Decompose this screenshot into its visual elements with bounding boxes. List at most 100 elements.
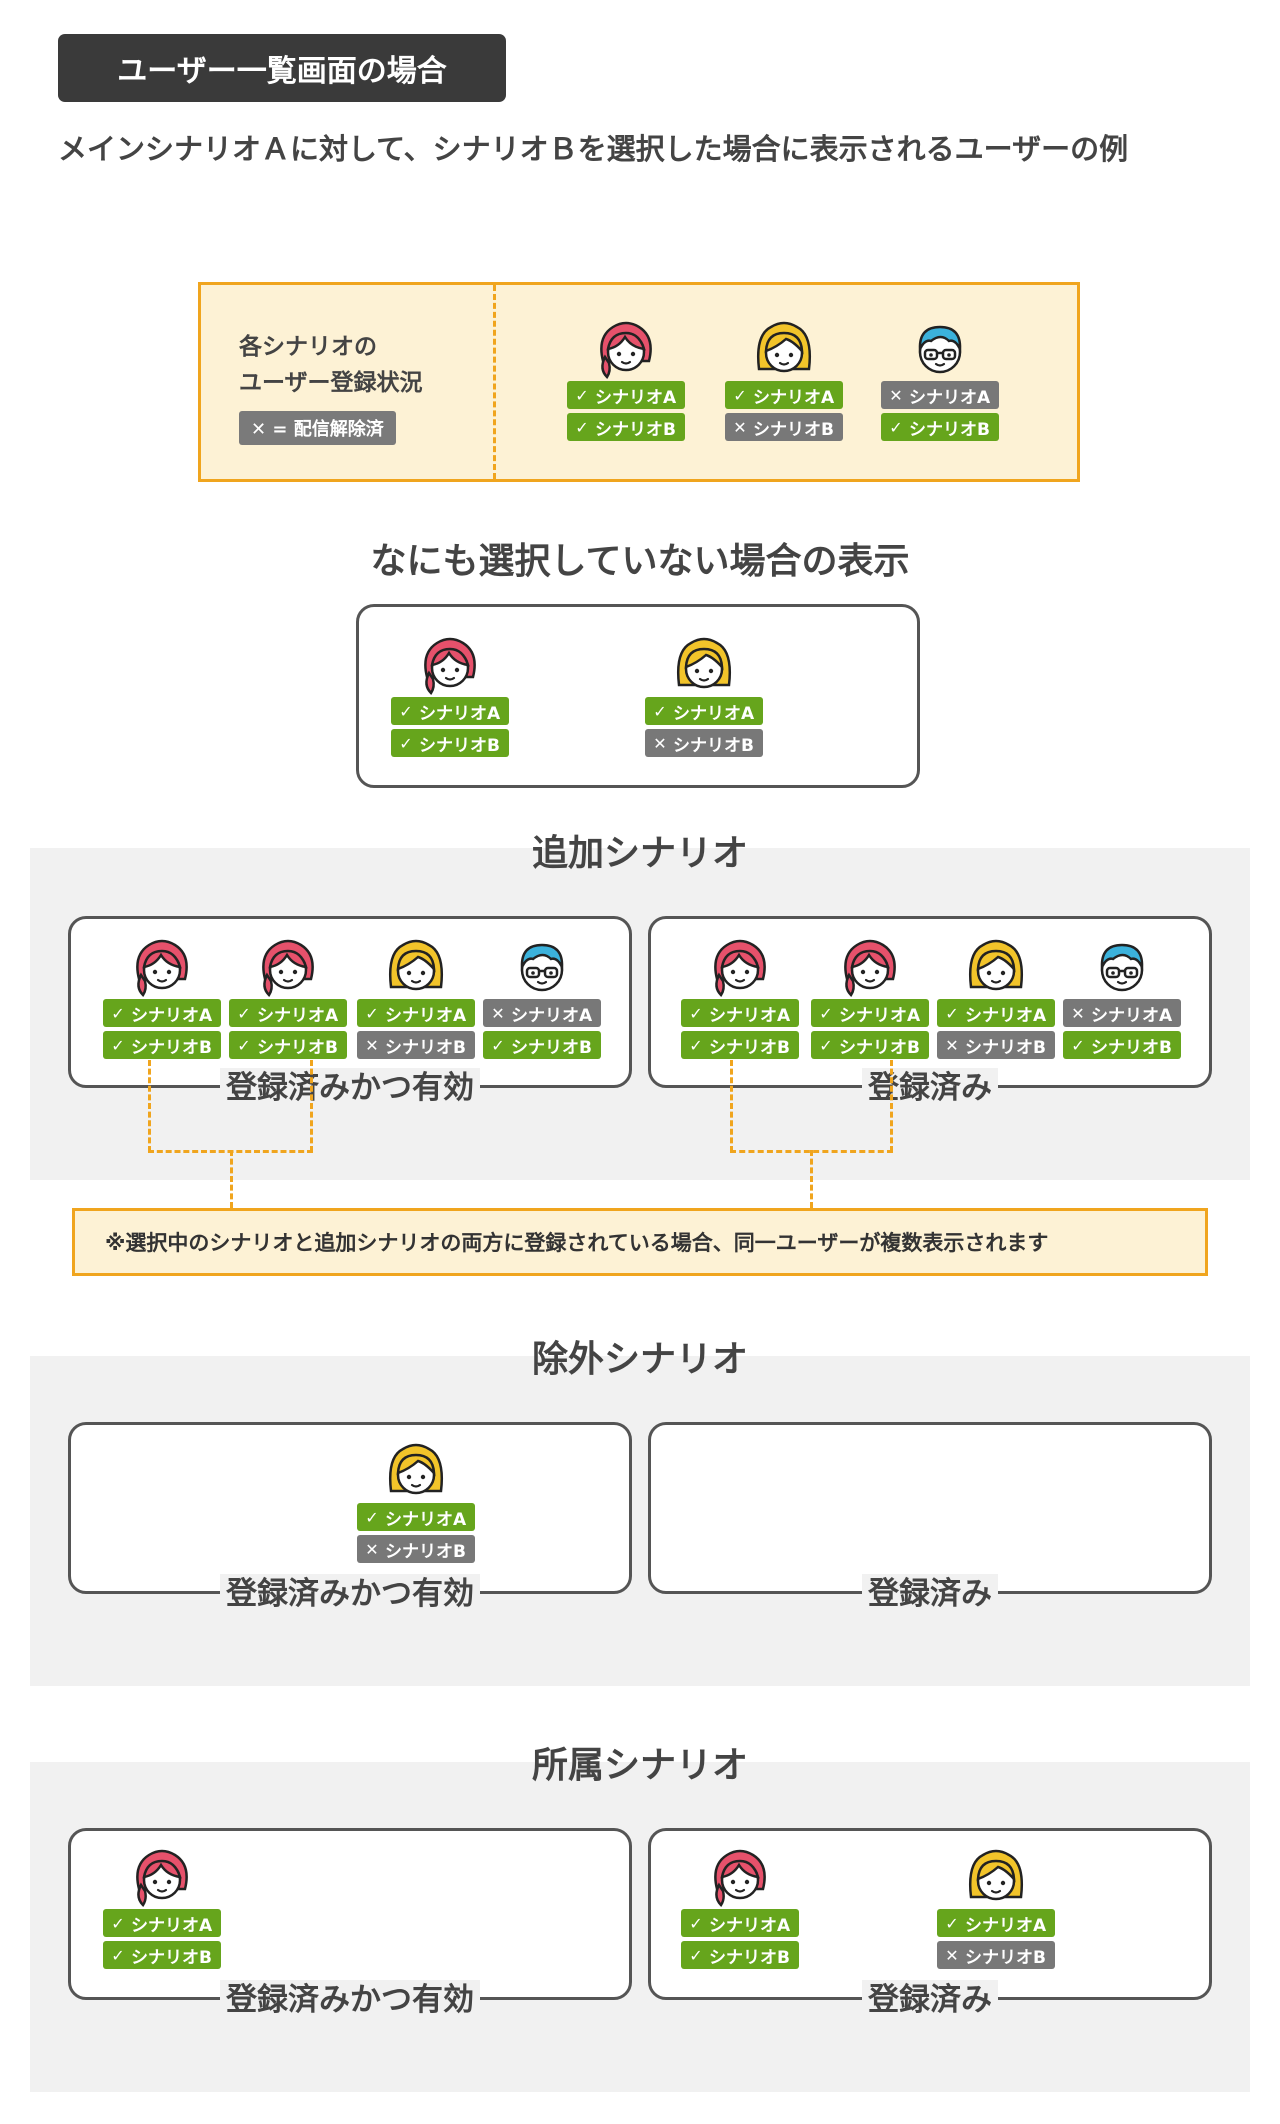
box-label-active: 登録済みかつ有効 [220, 1574, 480, 1614]
legend-title: 各シナリオの ユーザー登録状況 [239, 329, 423, 401]
cross-icon: ✕ [945, 1945, 959, 1965]
tag-scenario-a: ✕シナリオA [881, 381, 999, 409]
tag-label: シナリオB [753, 419, 834, 440]
check-icon: ✓ [819, 1003, 833, 1023]
section-title-belong: 所属シナリオ [531, 1745, 748, 1786]
tag-label: シナリオB [385, 1541, 466, 1562]
tag-scenario-b: ✓ シナリオB [567, 413, 685, 441]
user-pink: ✓ シナリオA ✓ シナリオB [811, 937, 929, 1065]
check-icon: ✓ [653, 701, 667, 721]
tag-scenario-b: ✕シナリオB [937, 1941, 1055, 1969]
woman-ponytail-icon [839, 937, 901, 999]
woman-bob-icon [753, 319, 815, 381]
check-icon: ✓ [689, 1945, 703, 1965]
check-icon: ✓ [945, 1913, 959, 1933]
user-pink: ✓シナリオA ✓シナリオB [103, 1847, 221, 1975]
tag-scenario-b: ✕シナリオB [357, 1535, 475, 1563]
tag-label: シナリオB [909, 419, 990, 440]
check-icon: ✓ [819, 1035, 833, 1055]
tag-label: シナリオB [965, 1037, 1046, 1058]
tag-label: シナリオA [839, 1005, 921, 1026]
tag-scenario-b: ✓シナリオB [1063, 1031, 1181, 1059]
check-icon: ✓ [399, 701, 413, 721]
check-icon: ✓ [237, 1035, 251, 1055]
tag-label: シナリオB [595, 419, 676, 440]
woman-ponytail-icon [131, 937, 193, 999]
tag-scenario-a: ✕ シナリオA [1063, 999, 1181, 1027]
man-glasses-icon [909, 319, 971, 381]
check-icon: ✓ [689, 1035, 703, 1055]
cross-icon: ✕ [1071, 1003, 1085, 1023]
user-blue: ✕シナリオA ✓シナリオB [483, 937, 601, 1065]
user-blue: ✕シナリオA ✓シナリオB [881, 319, 999, 447]
user-yellow: ✓シナリオA ✕シナリオB [725, 319, 843, 447]
tag-scenario-a: ✓ シナリオA [645, 697, 763, 725]
tag-label: シナリオB [131, 1947, 212, 1968]
tag-label: シナリオA [709, 1915, 791, 1936]
section-title-exclude: 除外シナリオ [531, 1339, 748, 1380]
cross-icon: ✕ [653, 733, 667, 753]
user-pink: ✓シナリオA ✓ シナリオB [103, 937, 221, 1065]
connector-line [310, 1060, 313, 1152]
tag-scenario-b: ✓ シナリオB [103, 1031, 221, 1059]
check-icon: ✓ [111, 1035, 125, 1055]
check-icon: ✓ [491, 1035, 505, 1055]
legend-unsubscribed-note: ✕ = 配信解除済 [239, 411, 396, 445]
none-result-box: ✓ シナリオA ✓ シナリオB ✓ シナリオA ✕シナリオB [356, 604, 920, 788]
woman-bob-icon [385, 937, 447, 999]
cross-icon: ✕ [365, 1035, 379, 1055]
tag-scenario-a: ✓シナリオA [681, 999, 799, 1027]
tag-scenario-b: ✕シナリオB [645, 729, 763, 757]
check-icon: ✓ [575, 417, 589, 437]
check-icon: ✓ [575, 385, 589, 405]
connector-line [230, 1150, 233, 1208]
tag-label: シナリオB [709, 1037, 790, 1058]
tag-label: シナリオB [419, 735, 500, 756]
check-icon: ✓ [365, 1507, 379, 1527]
connector-line [730, 1060, 733, 1152]
check-icon: ✓ [689, 1003, 703, 1023]
tag-label: シナリオB [511, 1037, 592, 1058]
box-label-active: 登録済みかつ有効 [220, 1068, 480, 1108]
connector-line [148, 1060, 151, 1152]
legend-panel: 各シナリオの ユーザー登録状況 ✕ = 配信解除済 ✓シナリオA ✓シナリオB … [198, 282, 1080, 482]
box-label-registered: 登録済み [862, 1574, 998, 1614]
woman-ponytail-icon [131, 1847, 193, 1909]
woman-ponytail-icon [709, 937, 771, 999]
tag-label: シナリオA [965, 1005, 1047, 1026]
tag-scenario-b: ✕ シナリオB [937, 1031, 1055, 1059]
user-pink: ✓シナリオA ✓ シナリオB [681, 937, 799, 1065]
tag-scenario-b: ✓シナリオB [881, 413, 999, 441]
tag-scenario-b: ✓ シナリオB [229, 1031, 347, 1059]
exclude-active-box: ✓シナリオA ✕シナリオB [68, 1422, 632, 1594]
legend-divider [493, 285, 496, 479]
tag-scenario-b: ✓ シナリオB [811, 1031, 929, 1059]
tag-scenario-a: ✓シナリオA [103, 999, 221, 1027]
woman-bob-icon [965, 1847, 1027, 1909]
duplicate-user-note: ※選択中のシナリオと追加シナリオの両方に登録されている場合、同一ユーザーが複数表… [72, 1208, 1208, 1276]
tag-scenario-a: ✓ シナリオA [811, 999, 929, 1027]
connector-line [890, 1060, 893, 1152]
tag-label: シナリオA [673, 703, 755, 724]
belong-active-box: ✓シナリオA ✓シナリオB [68, 1828, 632, 2000]
tag-scenario-a: ✓シナリオA [357, 1503, 475, 1531]
tag-label: シナリオB [257, 1037, 338, 1058]
user-pink: ✓シナリオA ✓シナリオB [681, 1847, 799, 1975]
tag-label: シナリオA [909, 387, 991, 408]
check-icon: ✓ [111, 1913, 125, 1933]
tag-label: シナリオA [419, 703, 501, 724]
tag-label: シナリオA [1091, 1005, 1173, 1026]
tag-scenario-b: ✓ シナリオB [483, 1031, 601, 1059]
tag-label: シナリオA [131, 1005, 213, 1026]
tag-scenario-a: ✓ シナリオA [391, 697, 509, 725]
tag-scenario-a: ✓シナリオA [937, 1909, 1055, 1937]
tag-label: シナリオB [1091, 1037, 1172, 1058]
cross-icon: ✕ [945, 1035, 959, 1055]
tag-scenario-b: ✓シナリオB [103, 1941, 221, 1969]
user-pink: ✓シナリオA ✓シナリオB [229, 937, 347, 1065]
tag-label: シナリオA [595, 387, 677, 408]
tag-label: シナリオB [131, 1037, 212, 1058]
connector-line [810, 1150, 813, 1208]
tag-label: シナリオB [839, 1037, 920, 1058]
tag-scenario-a: ✓シナリオA [103, 1909, 221, 1937]
